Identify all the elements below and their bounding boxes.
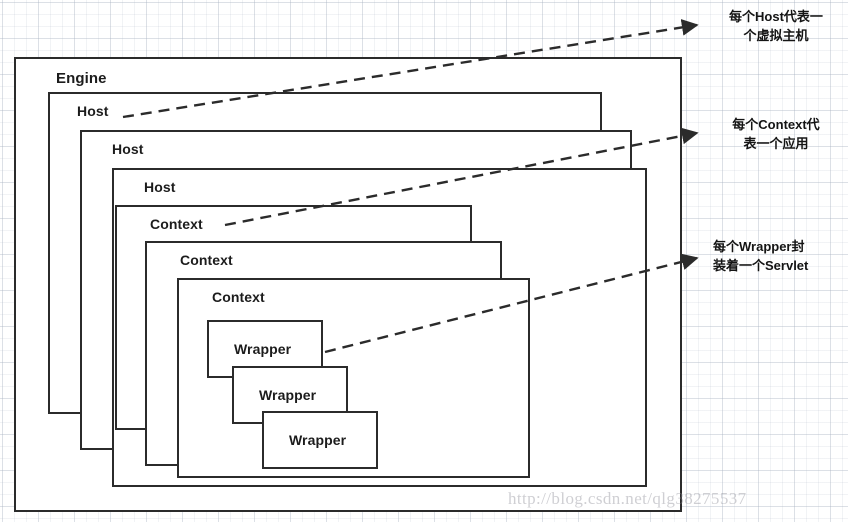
host-label-2: Host (112, 141, 144, 157)
annotation-wrapper-note: 每个Wrapper封 装着一个Servlet (713, 239, 809, 273)
host-label-3: Host (144, 179, 176, 195)
wrapper-label-1: Wrapper (234, 341, 292, 357)
context-label-2: Context (180, 252, 233, 268)
annotation-host-note: 每个Host代表一 个虚拟主机 (729, 9, 823, 43)
wrapper-box-3: Wrapper (262, 411, 378, 469)
context-label-3: Context (212, 289, 265, 305)
wrapper-label-3: Wrapper (289, 432, 347, 448)
engine-label: Engine (56, 70, 107, 87)
context-label-1: Context (150, 216, 203, 232)
wrapper-label-2: Wrapper (259, 387, 317, 403)
annotation-context-note: 每个Context代 表一个应用 (732, 117, 820, 151)
host-label-1: Host (77, 103, 109, 119)
